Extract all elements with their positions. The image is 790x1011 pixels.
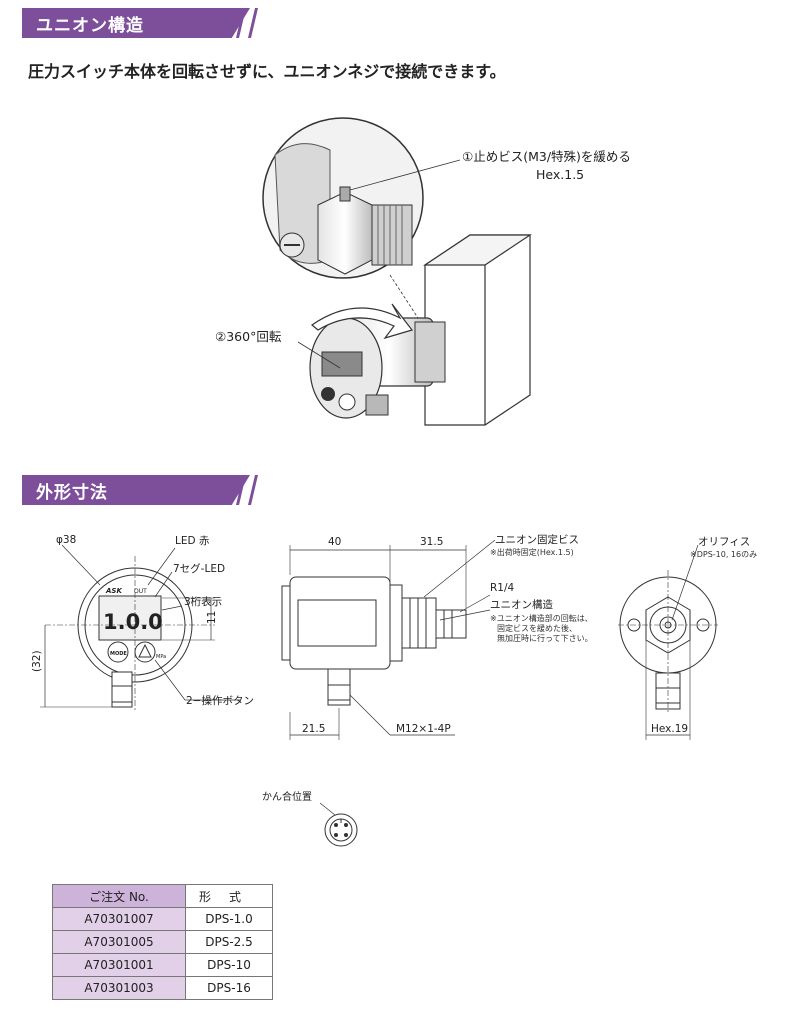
table-row: A70301003 DPS-16 [52, 976, 273, 1000]
callout-hex: Hex.1.5 [536, 167, 584, 182]
section-header-union: ユニオン構造 [22, 8, 258, 38]
section-header-dimensions: 外形寸法 [22, 475, 258, 505]
label-hex19: Hex.19 [651, 723, 688, 735]
side-view [281, 539, 496, 740]
order-table: ご注文 No. 形式 A70301007 DPS-1.0 A70301005 D… [52, 884, 273, 1000]
cell-model: DPS-2.5 [185, 930, 273, 954]
callout-rotate: ②360°回転 [215, 329, 282, 344]
label-dim40: 40 [328, 536, 341, 548]
label-union-screw: ユニオン固定ビス [495, 533, 579, 546]
label-seg: 7セグ-LED [173, 562, 225, 575]
cell-model: DPS-1.0 [185, 907, 273, 931]
label-dim315: 31.5 [420, 536, 443, 548]
label-union: ユニオン構造 [490, 598, 553, 611]
callout-screw: ①止めビス(M3/特殊)を緩める [462, 149, 631, 164]
section-title: ユニオン構造 [36, 15, 144, 36]
note-union-1: ※ユニオン構造部の回転は、 [490, 613, 593, 623]
cell-order-no: A70301003 [52, 976, 186, 1000]
label-connector: かん合位置 [262, 790, 312, 803]
rear-view [618, 544, 718, 740]
note-union-3: 無加圧時に行って下さい。 [497, 633, 593, 643]
display-value: 1.0.0 [103, 610, 163, 634]
label-dim215: 21.5 [302, 723, 325, 735]
note-union-2: 固定ビスを緩めた後、 [497, 623, 577, 633]
lead-text: 圧力スイッチ本体を回転させずに、ユニオンネジで接続できます。 [28, 62, 506, 81]
connector-view [319, 802, 358, 847]
cell-model: DPS-10 [185, 953, 273, 977]
cell-order-no: A70301007 [52, 907, 186, 931]
table-row: A70301001 DPS-10 [52, 953, 273, 977]
table-row: A70301005 DPS-2.5 [52, 930, 273, 954]
mode-button-label: MODE [110, 651, 127, 657]
front-view [40, 544, 240, 712]
cell-model: DPS-16 [185, 976, 273, 1000]
label-r14: R1/4 [490, 582, 515, 594]
label-digits: 3桁表示 [184, 595, 222, 608]
cell-order-no: A70301005 [52, 930, 186, 954]
label-buttons: 2−操作ボタン [186, 694, 254, 707]
out-label: OUT [134, 588, 147, 595]
header-order-no: ご注文 No. [52, 884, 186, 908]
label-led: LED 赤 [175, 535, 210, 547]
cell-order-no: A70301001 [52, 953, 186, 977]
note-union-screw: ※出荷時固定(Hex.1.5) [490, 547, 574, 557]
logo-text: ASK [105, 587, 122, 595]
mpa-label: MPa [156, 654, 166, 660]
label-orifice: オリフィス [698, 536, 750, 548]
table-row: A70301007 DPS-1.0 [52, 907, 273, 931]
label-dim32: (32) [31, 650, 43, 672]
label-m12: M12×1-4P [396, 723, 451, 735]
label-dia: φ38 [56, 534, 76, 546]
table-header-row: ご注文 No. 形式 [52, 884, 273, 908]
header-model: 形式 [185, 884, 273, 908]
union-illustration: ①止めビス(M3/特殊)を緩める Hex.1.5 ②360°回転 [215, 117, 631, 426]
label-dim11: 11 [206, 611, 218, 624]
dimension-drawings: φ38 LED 赤 7セグ-LED 3桁表示 11 (32) 2−操作ボタン 1… [31, 533, 757, 847]
note-orifice: ※DPS-10, 16のみ [690, 550, 757, 559]
section-title: 外形寸法 [36, 482, 108, 503]
